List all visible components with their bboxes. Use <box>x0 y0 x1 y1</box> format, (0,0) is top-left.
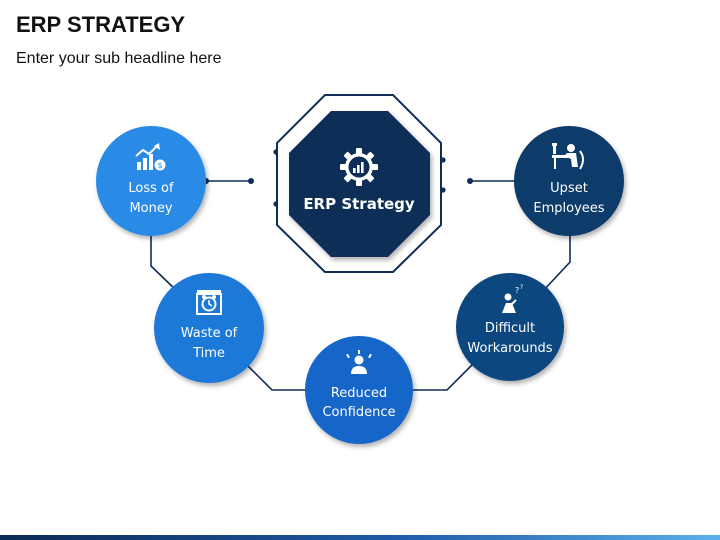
page-title: ERP STRATEGY <box>16 12 186 37</box>
bottom-accent-bar <box>0 535 720 540</box>
node-difficult-workarounds: ? ? Difficult Workarounds <box>456 273 564 381</box>
page-subtitle: Enter your sub headline here <box>16 50 222 67</box>
connector-loss-to-waste <box>150 236 179 293</box>
svg-text:?: ? <box>515 286 519 295</box>
node-label-line-1: Waste of <box>181 326 238 341</box>
svg-text:?: ? <box>520 284 523 291</box>
center-label: ERP Strategy <box>303 195 415 213</box>
node-label-line-1: Reduced <box>331 386 387 401</box>
connector-dot <box>467 178 473 184</box>
node-label-line-1: Loss of <box>128 181 174 196</box>
money-growth-icon: $ <box>135 143 166 171</box>
tired-worker-icon <box>552 143 584 170</box>
connector-dot <box>248 178 254 184</box>
gear-chart-icon <box>340 148 378 186</box>
node-waste-of-time: Waste of Time <box>154 273 264 383</box>
node-label-line-2: Workarounds <box>467 341 552 356</box>
node-loss-of-money: $ Loss of Money <box>96 126 206 236</box>
node-reduced-confidence: Reduced Confidence <box>305 336 413 444</box>
node-label-line-1: Difficult <box>485 321 535 336</box>
node-circle <box>305 336 413 444</box>
node-label-line-2: Confidence <box>322 405 395 420</box>
node-circle <box>154 273 264 383</box>
connector-lines <box>150 180 571 391</box>
svg-text:$: $ <box>157 161 162 170</box>
node-label-line-2: Employees <box>533 201 604 216</box>
confused-person-icon: ? ? <box>502 284 523 313</box>
connector-waste-to-confidence <box>246 364 306 391</box>
node-label-line-2: Money <box>129 201 172 216</box>
node-upset-employees: Upset Employees <box>514 126 624 236</box>
connector-confidence-to-workarounds <box>413 364 473 391</box>
node-label-line-2: Time <box>192 346 225 361</box>
stressed-person-icon <box>346 350 372 374</box>
alarm-clock-icon <box>196 290 222 315</box>
node-circle <box>96 126 206 236</box>
center-octagon: ERP Strategy <box>276 94 442 273</box>
node-label-line-1: Upset <box>550 181 588 196</box>
node-circle <box>514 126 624 236</box>
connector-workarounds-to-upset <box>542 235 571 292</box>
node-circle <box>456 273 564 381</box>
